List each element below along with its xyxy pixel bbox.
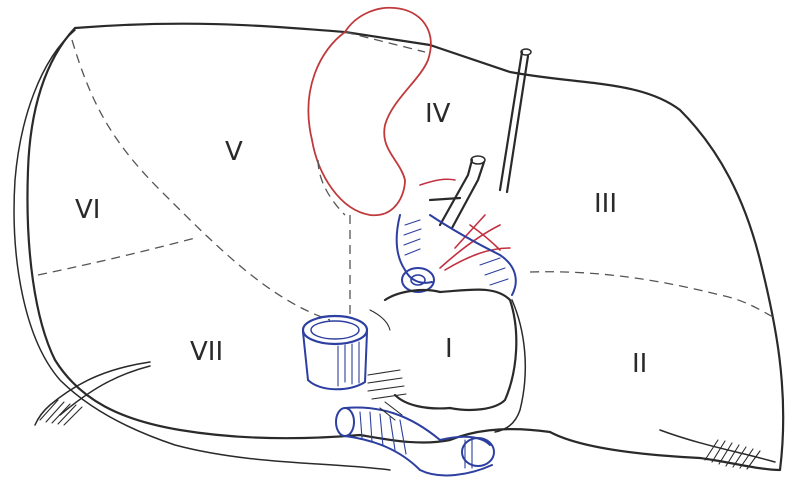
gallbladder [308,8,430,216]
inferior-vena-cava-upper [303,316,367,389]
segment-ii-label: II [632,349,647,379]
segment-iv-label: IV [425,99,451,129]
segment-vi-label: VI [75,195,100,225]
segment-iii-label: III [594,189,617,219]
ligament-hatch-left [40,400,82,425]
ivc-caudate-hatch [368,310,406,399]
segment-vii-label: VII [190,337,223,367]
segment-i-label: I [445,334,453,364]
segment-v-label: V [225,137,243,167]
boundary-main-fissure [72,40,330,320]
bile-duct [440,160,484,228]
hepatic-artery [420,179,510,270]
ligament-hatch-right [705,440,760,469]
boundary-vi-vii [38,238,195,275]
bare-area-hatch [380,402,402,420]
boundary-ii-iii [530,272,775,318]
